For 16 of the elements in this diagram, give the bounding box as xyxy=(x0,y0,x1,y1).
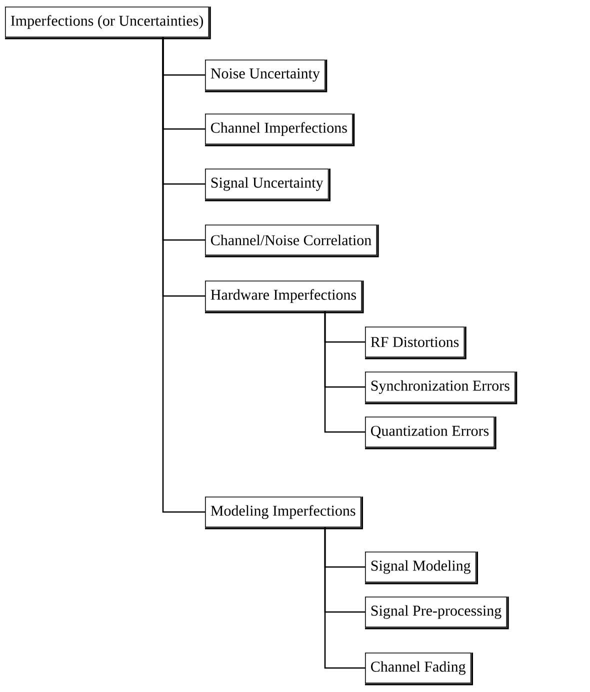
tree-connector xyxy=(324,527,365,669)
category-box: Modeling Imperfections xyxy=(205,496,363,530)
tree-connector xyxy=(324,311,365,433)
category-box: Signal Pre-processing xyxy=(365,596,509,630)
category-box: Hardware Imperfections xyxy=(205,280,364,314)
category-box: Imperfections (or Uncertainties) xyxy=(5,6,211,40)
category-box: RF Distortions xyxy=(365,326,466,360)
category-box: Signal Modeling xyxy=(365,552,478,584)
category-box: Noise Uncertainty xyxy=(205,60,328,92)
category-box: Signal Uncertainty xyxy=(205,168,330,202)
category-box: Quantization Errors xyxy=(365,416,496,450)
tree-connector xyxy=(162,37,205,513)
category-box: Channel Fading xyxy=(365,652,473,686)
category-box: Channel/Noise Correlation xyxy=(205,224,379,258)
category-box: Synchronization Errors xyxy=(365,372,518,404)
category-box: Channel Imperfections xyxy=(205,114,355,146)
